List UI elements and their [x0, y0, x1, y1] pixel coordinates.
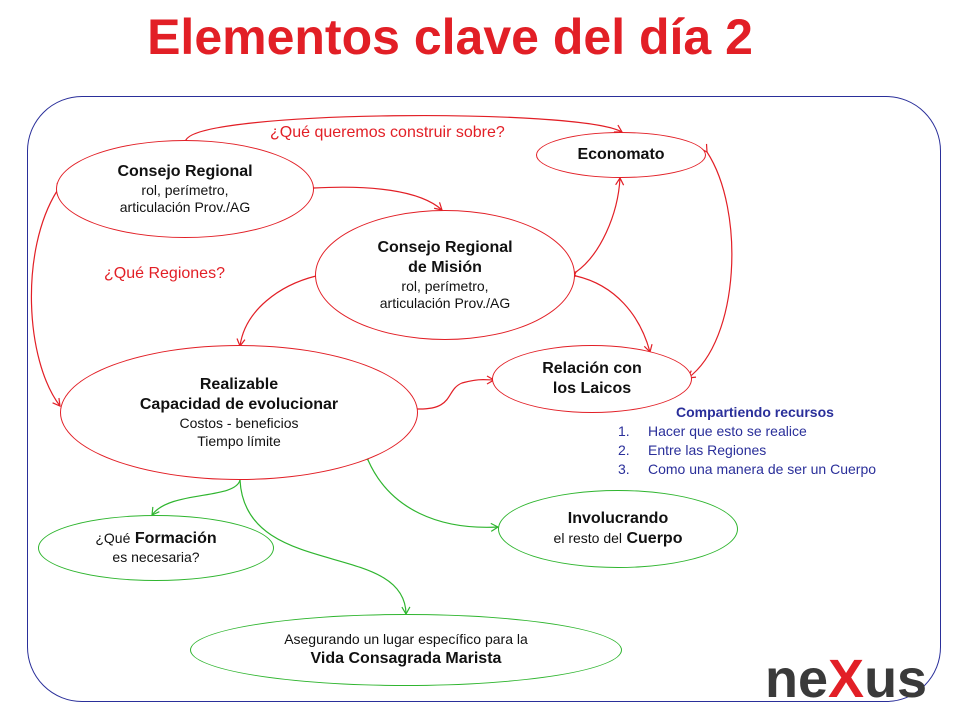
arrow-realizable-formacion	[151, 472, 247, 516]
node-realizable: Realizable Capacidad de evolucionar Cost…	[60, 345, 418, 480]
node-title: Involucrando	[567, 510, 669, 527]
logo-part: us	[864, 649, 928, 709]
node-involucrando: Involucrando el resto del Cuerpo	[498, 490, 738, 568]
list-number: 1.	[618, 423, 630, 439]
node-title: Consejo Regional	[117, 162, 253, 180]
node-economato: Economato	[536, 132, 706, 178]
node-prefix: ¿Qué	[95, 530, 131, 547]
arrow-mision-laicos	[568, 270, 653, 354]
diagram-frame	[27, 96, 941, 702]
nexus-logo: neXus	[765, 648, 927, 710]
list-item: 2. Entre las Regiones	[618, 441, 938, 460]
node-laicos: Relación con los Laicos	[492, 345, 692, 413]
list-item: 3. Como una manera de ser un Cuerpo	[618, 460, 938, 479]
list-text: Hacer que esto se realice	[648, 423, 807, 439]
arrow-cr-economato	[179, 114, 624, 149]
list-number: 2.	[618, 442, 630, 458]
node-title-line: el resto del Cuerpo	[554, 529, 683, 549]
arrow-cr-realizable	[30, 182, 65, 407]
node-title: Economato	[577, 146, 665, 163]
list-number: 3.	[618, 461, 630, 477]
node-line: rol, perímetro,	[401, 277, 489, 294]
arrow-mision-economato	[567, 176, 625, 280]
node-line: es necesaria?	[112, 549, 200, 566]
node-consejo-mision: Consejo Regional de Misión rol, perímetr…	[315, 210, 575, 340]
list-text: Entre las Regiones	[648, 442, 767, 458]
node-bold: Cuerpo	[626, 530, 683, 547]
logo-x: X	[828, 649, 865, 709]
list-item: 1. Hacer que esto se realice	[618, 422, 938, 441]
arrow-cr-mision	[306, 183, 443, 211]
node-title: los Laicos	[552, 380, 632, 397]
node-formacion: ¿Qué Formación es necesaria?	[38, 515, 274, 581]
sharing-resources-list: Compartiendo recursos 1. Hacer que esto s…	[618, 404, 938, 479]
node-line: articulación Prov./AG	[379, 295, 511, 311]
node-title: Realizable	[199, 376, 279, 393]
sharing-items: 1. Hacer que esto se realice 2. Entre las …	[618, 422, 938, 479]
arrow-mision-realizable	[236, 269, 324, 348]
logo-part: ne	[765, 649, 829, 709]
list-text: Como una manera de ser un Cuerpo	[648, 461, 877, 477]
node-title: Capacidad de evolucionar	[139, 396, 339, 413]
node-line: Tiempo límite	[197, 432, 281, 449]
node-title: Relación con	[542, 360, 642, 377]
question-regions: ¿Qué Regiones?	[104, 265, 225, 282]
node-line: Asegurando un lugar específico para la	[284, 631, 528, 648]
node-prefix: el resto del	[553, 530, 623, 546]
node-line: rol, perímetro,	[141, 181, 229, 198]
node-title: Vida Consagrada Marista	[310, 649, 502, 667]
arrow-realizable-involucrando	[361, 451, 500, 532]
question-build-on: ¿Qué queremos construir sobre?	[270, 124, 505, 141]
node-consejo-regional: Consejo Regional rol, perímetro, articul…	[56, 140, 314, 238]
sharing-heading: Compartiendo recursos	[676, 404, 834, 420]
node-bold: Formación	[134, 530, 217, 548]
node-line: Costos - beneficios	[179, 415, 299, 431]
node-line: articulación Prov./AG	[119, 199, 251, 215]
node-vida-consagrada: Asegurando un lugar específico para la V…	[190, 614, 622, 686]
node-title: Consejo Regional	[377, 238, 513, 256]
arrow-realizable-laicos	[409, 375, 496, 414]
arrow-economato-laicos	[687, 143, 733, 379]
arrow-realizable-vida	[235, 472, 411, 616]
node-title: de Misión	[408, 258, 482, 276]
page-title: Elementos clave del día 2	[147, 9, 753, 65]
node-title-line: ¿Qué Formación	[95, 529, 216, 549]
